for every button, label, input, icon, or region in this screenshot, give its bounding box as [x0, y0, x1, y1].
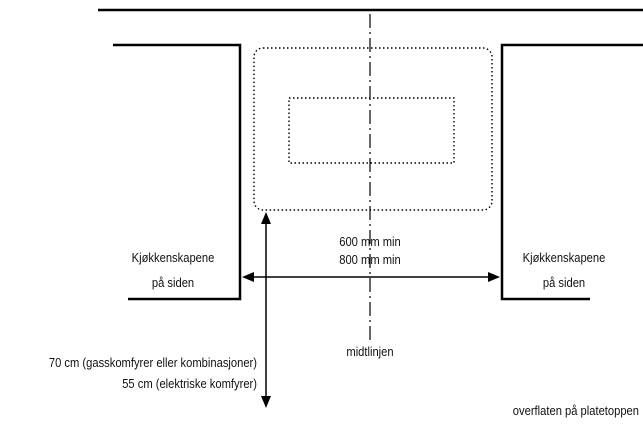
height-arrow-head-bottom	[261, 396, 271, 408]
height-arrow-head-top	[261, 212, 271, 224]
right-cabinet-outline	[500, 43, 643, 301]
left-cabinet-outline	[113, 43, 242, 301]
centerline-label: midtlinjen	[346, 344, 394, 359]
height-electric-label: 55 cm (elektriske komfyrer)	[122, 376, 257, 391]
width-arrow-head-left	[242, 272, 254, 282]
left-cabinet-label-line2: på siden	[151, 275, 195, 290]
left-cabinet-label-line1: Kjøkkenskapene	[131, 250, 215, 265]
right-cabinet-label-line1: Kjøkkenskapene	[522, 250, 606, 265]
width-min-label-1: 600 mm min	[339, 234, 401, 249]
height-gas-label: 70 cm (gasskomfyrer eller kombinasjoner)	[48, 355, 257, 370]
width-min-label-2: 800 mm min	[339, 252, 401, 267]
cooktop-surface-label: overflaten på platetoppen	[512, 403, 639, 418]
right-cabinet-label-line2: på siden	[542, 275, 586, 290]
width-arrow-head-right	[488, 272, 500, 282]
hood-inner-outline	[288, 97, 455, 164]
